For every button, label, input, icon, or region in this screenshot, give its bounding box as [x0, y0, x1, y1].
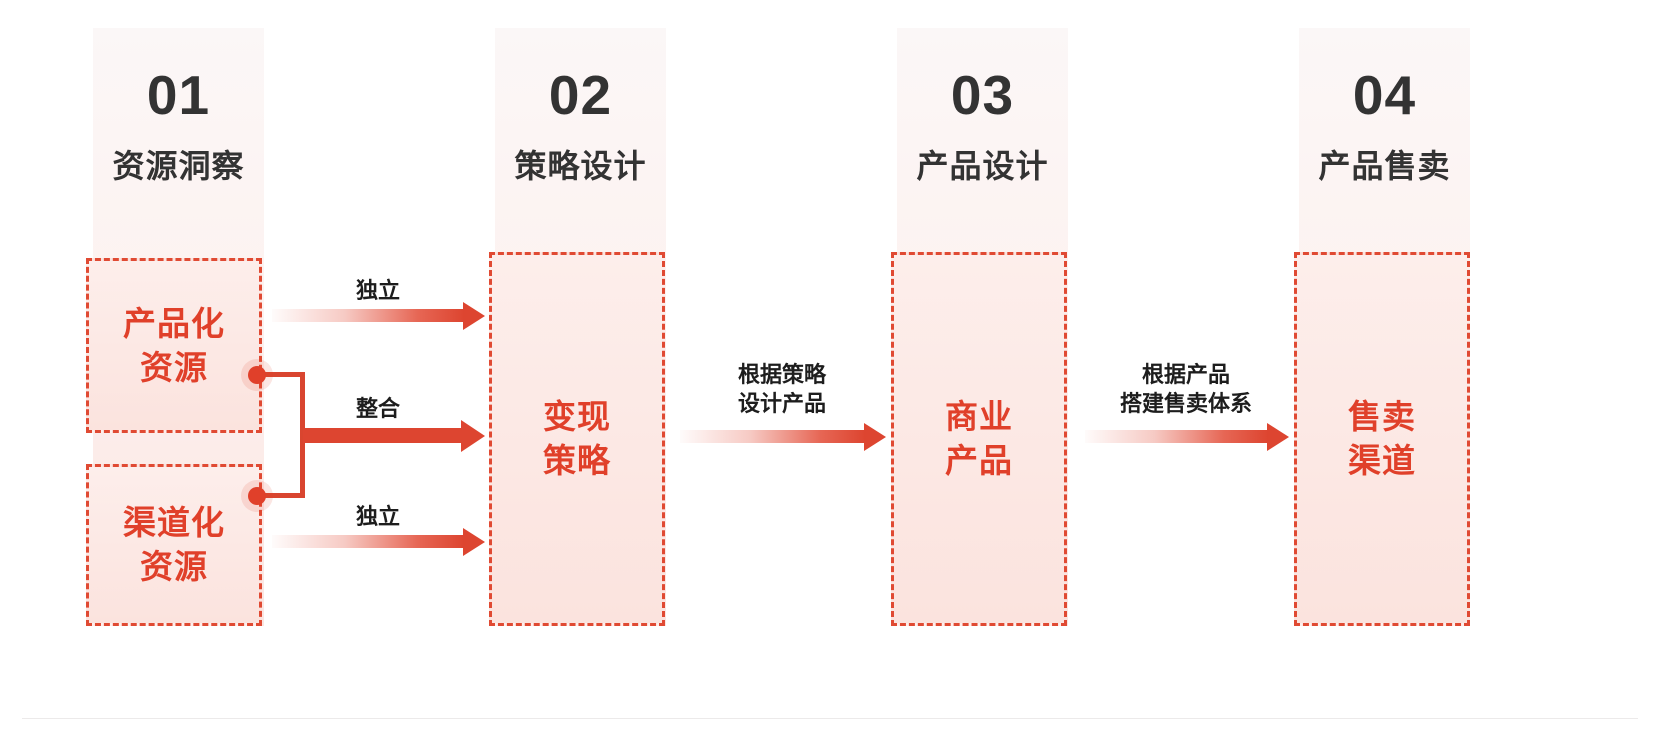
node-channelized-resource[interactable]: 渠道化 资源 — [86, 464, 262, 626]
arrow-label-independent-bottom: 独立 — [355, 504, 400, 529]
arrow-label-integration: 整合 — [355, 396, 400, 421]
arrow-head-icon — [864, 422, 886, 451]
node-label: 商业 产品 — [945, 398, 1013, 479]
arrow-shaft — [303, 428, 461, 443]
arrow-shaft — [272, 535, 464, 548]
node-label: 售卖 渠道 — [1348, 398, 1416, 479]
arrow-head-icon — [461, 419, 485, 452]
arrow-shaft — [680, 430, 865, 443]
arrow-product-to-sales — [1085, 422, 1289, 451]
arrow-independent-top — [272, 301, 485, 330]
node-label: 变现 策略 — [543, 398, 611, 479]
footer-divider — [22, 718, 1638, 719]
arrow-strategy-to-product — [680, 422, 886, 451]
connector-dot-bottom — [248, 487, 266, 505]
arrow-integration — [303, 419, 485, 452]
bracket-bottom-stub — [257, 493, 305, 498]
connector-dot-top — [248, 366, 266, 384]
arrow-head-icon — [463, 301, 485, 330]
arrow-label-independent-top: 独立 — [355, 278, 400, 303]
node-sales-channel[interactable]: 售卖 渠道 — [1294, 252, 1470, 626]
arrow-independent-bottom — [272, 527, 485, 556]
node-productized-resource[interactable]: 产品化 资源 — [86, 258, 262, 433]
node-label: 产品化 资源 — [123, 304, 225, 386]
node-label: 渠道化 资源 — [123, 504, 225, 585]
arrow-head-icon — [1267, 422, 1289, 451]
bracket-top-stub — [257, 372, 305, 377]
arrow-shaft — [272, 309, 464, 322]
arrow-head-icon — [463, 527, 485, 556]
arrow-label-strategy-to-product: 根据策略 设计产品 — [737, 362, 826, 417]
bracket-spine — [300, 372, 305, 498]
arrow-shaft — [1085, 430, 1268, 443]
arrow-label-product-to-sales: 根据产品 搭建售卖体系 — [1119, 362, 1252, 417]
node-commercial-product[interactable]: 商业 产品 — [891, 252, 1067, 626]
node-monetization-strategy[interactable]: 变现 策略 — [489, 252, 665, 626]
